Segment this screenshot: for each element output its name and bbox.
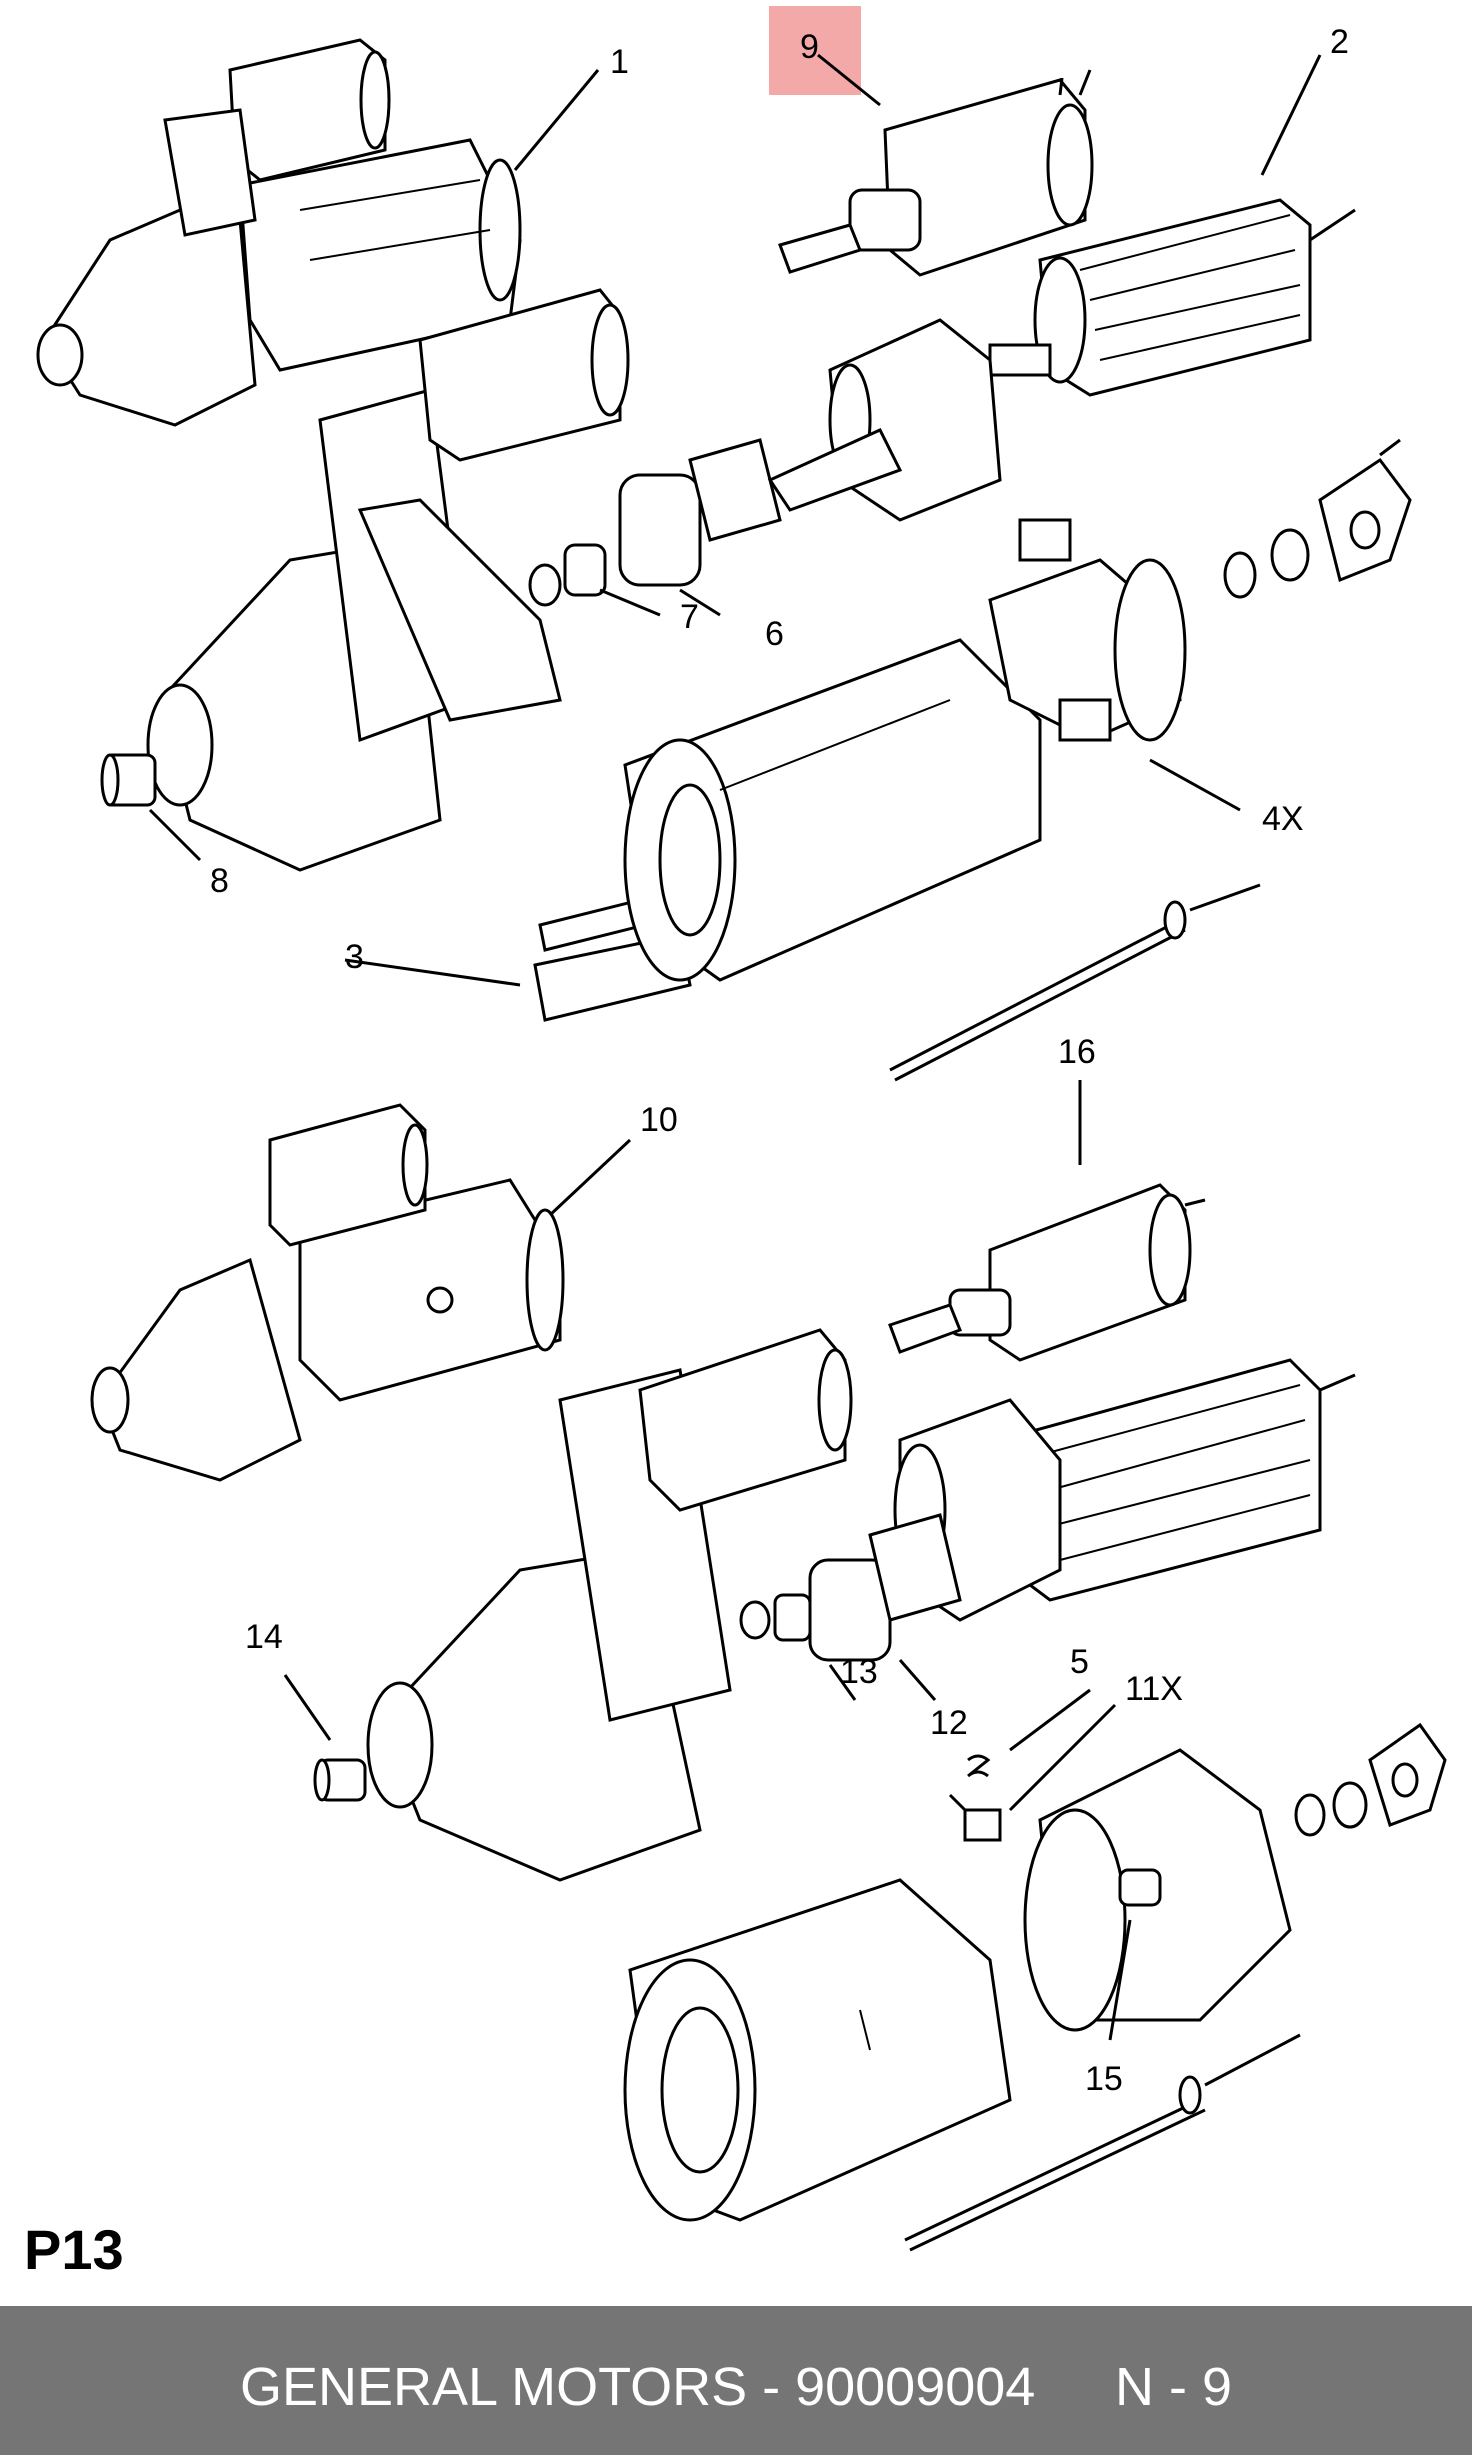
solenoid-part-9	[778, 69, 1094, 277]
label-part-13: 13	[840, 1653, 878, 1691]
leader-lines	[148, 53, 1322, 2041]
footer-brand-part-number: GENERAL MOTORS - 90009004	[240, 2357, 1036, 2417]
label-part-7: 7	[680, 598, 699, 636]
starter-assembly-10	[90, 1103, 565, 1482]
stator-housing-bottom	[623, 1878, 1012, 2222]
brush-holder-part-4x	[988, 518, 1187, 742]
exploded-parts-diagram	[36, 38, 1447, 2252]
through-bolt-top	[889, 883, 1261, 1082]
label-part-14: 14	[245, 1618, 283, 1656]
stop-ring-part-13	[739, 1593, 812, 1642]
pinion-drive-part-12	[808, 1513, 962, 1662]
stop-ring-part-7	[528, 543, 607, 607]
label-part-8: 8	[210, 862, 229, 900]
intermediate-bearing-top	[767, 318, 1002, 522]
label-part-5: 5	[1070, 1643, 1089, 1681]
solenoid-part-16	[888, 1183, 1206, 1362]
label-part-16: 16	[1058, 1033, 1096, 1071]
label-part-6: 6	[765, 615, 784, 653]
drive-end-housing-top	[146, 288, 630, 872]
label-part-1: 1	[610, 43, 629, 81]
pinion-drive-part-6	[618, 438, 782, 587]
label-part-12: 12	[930, 1704, 968, 1742]
brush-part-11x	[948, 1793, 1002, 1842]
label-part-15: 15	[1085, 2060, 1123, 2098]
armature-bottom	[893, 1358, 1356, 1622]
bush-part-8	[100, 753, 157, 807]
through-bolt-bottom	[904, 2033, 1301, 2252]
label-part-11x: 11X	[1125, 1670, 1183, 1708]
bush-part-14	[313, 1758, 367, 1802]
end-cap-washers-bottom	[1294, 1722, 1447, 1837]
label-part-4x: 4X	[1262, 800, 1304, 838]
drive-end-housing-bottom	[366, 1328, 853, 1882]
footer-position-code: N - 9	[1115, 2357, 1233, 2417]
starter-assembly-1	[36, 38, 522, 427]
stator-housing-top	[623, 638, 1042, 982]
spring-part-5	[967, 1754, 991, 1778]
page-code: P13	[24, 2218, 124, 2281]
highlight-box-part-9	[769, 6, 861, 95]
label-part-3: 3	[345, 938, 364, 976]
label-part-2: 2	[1330, 23, 1349, 61]
label-part-9: 9	[800, 28, 819, 66]
label-part-10: 10	[640, 1101, 678, 1139]
end-cap-washers-top	[1223, 438, 1412, 599]
armature-part-2	[988, 198, 1356, 397]
footer-bar: GENERAL MOTORS - 90009004 N - 9	[0, 2306, 1472, 2455]
end-cap-part-15	[1023, 1748, 1292, 2032]
